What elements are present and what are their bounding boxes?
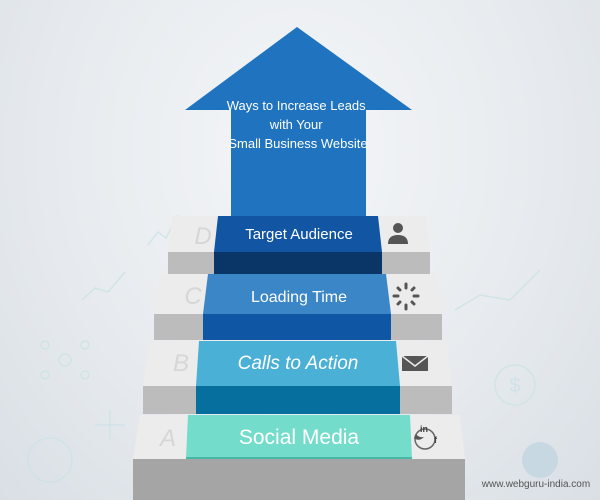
up-arrow: [185, 27, 412, 222]
watermark: www.webguru-india.com: [481, 479, 590, 490]
dollar-icon: $: [509, 375, 520, 397]
svg-text:D: D: [194, 223, 211, 250]
svg-text:B: B: [173, 350, 189, 377]
svg-text:Loading Time: Loading Time: [251, 289, 347, 306]
svg-text:A: A: [158, 425, 176, 452]
step-a: A Social Media in f: [133, 415, 465, 500]
step-c: C Loading Time: [154, 274, 442, 340]
step-b: B Calls to Action: [143, 341, 452, 414]
envelope-icon: [401, 355, 429, 371]
twitter-icon: [414, 434, 424, 440]
svg-text:in: in: [420, 424, 428, 434]
person-icon: [388, 223, 408, 244]
loading-spinner-icon: [392, 282, 420, 311]
svg-text:Social Media: Social Media: [239, 426, 360, 449]
social-icon: in f: [414, 424, 438, 450]
headline: Ways to Increase Leads with Your Small B…: [227, 98, 370, 151]
step-d: D Target Audience: [168, 216, 430, 274]
svg-text:Calls to Action: Calls to Action: [238, 353, 359, 374]
svg-text:C: C: [184, 283, 202, 310]
svg-text:f: f: [434, 435, 438, 445]
background-chart-icons: [27, 214, 558, 483]
svg-text:Target Audience: Target Audience: [245, 226, 353, 243]
